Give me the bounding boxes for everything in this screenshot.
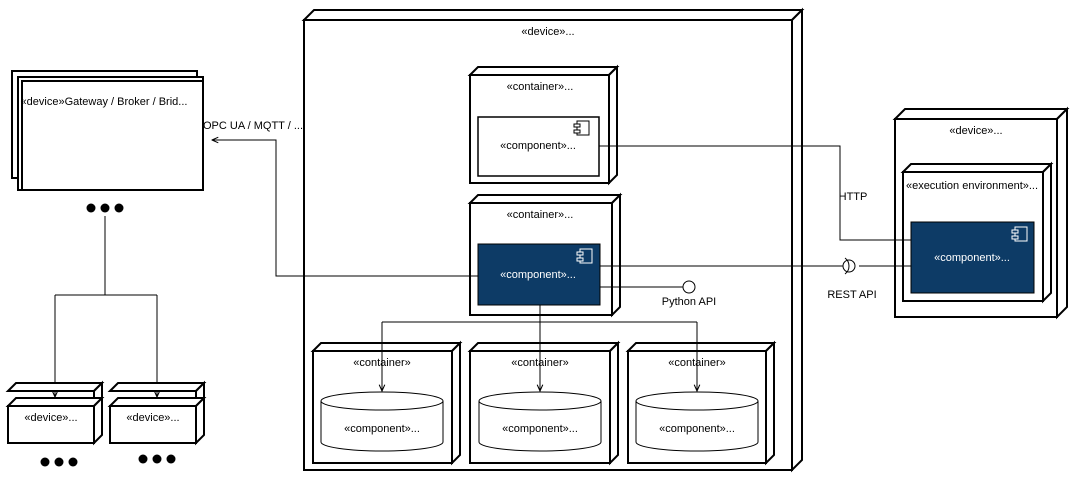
rest-api-interface: REST API [600,257,911,301]
right-component [910,221,1035,294]
container-mid-component-label: «component»... [500,269,576,281]
container-mid-node: «container»... «component»... [467,192,623,318]
component-icon [573,120,590,136]
ellipsis-icon [40,457,78,467]
db-component-label: «component»... [344,423,420,435]
right-device-node: «device»... «execution environment»... «… [892,106,1070,320]
database-cylinder [478,391,602,452]
db-container-1: «container» «component»... [310,340,463,466]
ellipsis-icon [138,454,176,464]
right-device-label: «device»... [949,125,1002,137]
exec-env-label: «execution environment»... [906,180,1038,192]
db-component-label: «component»... [502,423,578,435]
field-device-label: «device»... [126,412,179,424]
gateway-label: «device»Gateway / Broker / Brid... [21,96,188,108]
db-connectors [382,305,697,391]
container-top-node: «container»... «component»... [467,64,620,186]
field-device-1: «device»... [5,380,105,446]
gateway-node: «device»Gateway / Broker / Brid... [11,70,204,191]
component-icon [576,248,593,264]
field-device-2: «device»... [107,380,207,446]
db-container-3: «container» «component»... [625,340,777,466]
protocol-label: OPC UA / MQTT / ... [203,120,303,132]
field-device-label: «device»... [24,412,77,424]
http-label: HTTP [839,191,868,203]
database-cylinder [635,391,759,452]
component-icon [1011,226,1028,242]
database-cylinder [320,391,444,452]
main-device-label: «device»... [521,26,574,38]
ellipsis-icon [86,203,124,213]
container-top-component-label: «component»... [500,140,576,152]
opcua-connector: OPC UA / MQTT / ... [203,120,478,277]
right-component-label: «component»... [934,252,1010,264]
python-api-label: Python API [662,296,716,308]
container-mid-label: «container»... [507,209,574,221]
container-top-label: «container»... [507,81,574,93]
field-device-connectors [55,216,157,397]
db-container-2: «container» «component»... [467,340,621,466]
rest-api-label: REST API [827,289,876,301]
python-api-interface: Python API [600,280,716,308]
http-connector: HTTP [599,145,911,241]
db-component-label: «component»... [659,423,735,435]
